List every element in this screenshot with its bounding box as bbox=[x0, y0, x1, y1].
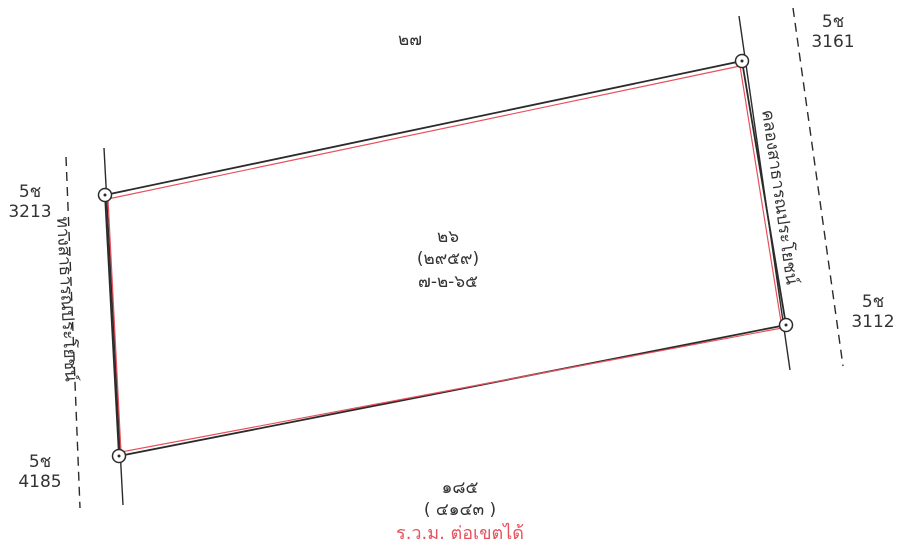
north-parcel-label: ๒๗ bbox=[398, 30, 422, 50]
parcel-number: ๒๖ bbox=[437, 227, 459, 247]
marker-number: 4185 bbox=[18, 472, 62, 492]
marker-prefix: 5ช bbox=[28, 452, 52, 472]
east-dashed-boundary bbox=[792, 7, 844, 367]
marker-3112 bbox=[778, 317, 794, 333]
parcel-survey-number: (๒๙๕๙) bbox=[416, 249, 480, 269]
south-parcel-survey-number: ( ๔๑๔๓ ) bbox=[423, 500, 497, 520]
parcel-area: ๗-๒-๖๕ bbox=[418, 272, 478, 292]
west-dashed-boundary bbox=[65, 156, 81, 509]
marker-number: 3213 bbox=[8, 202, 52, 222]
marker-prefix: 5ช bbox=[821, 12, 845, 32]
marker-number: 3112 bbox=[851, 312, 895, 332]
marker-label-3161: 5ช 3161 bbox=[803, 12, 863, 52]
marker-label-3112: 5ช 3112 bbox=[843, 292, 903, 332]
marker-prefix: 5ช bbox=[18, 182, 42, 202]
south-parcel-label: ๑๘๕ bbox=[441, 478, 479, 498]
marker-label-4185: 5ช 4185 bbox=[10, 452, 70, 492]
marker-3161 bbox=[734, 53, 750, 69]
marker-4185 bbox=[111, 448, 127, 464]
marker-label-3213: 5ช 3213 bbox=[0, 182, 60, 222]
marker-number: 3161 bbox=[811, 32, 855, 52]
marker-3213 bbox=[97, 187, 113, 203]
west-road-edge-line bbox=[103, 147, 124, 506]
south-note: ร.ว.ม. ต่อเขตได้ bbox=[396, 523, 524, 544]
marker-prefix: 5ช bbox=[861, 292, 885, 312]
